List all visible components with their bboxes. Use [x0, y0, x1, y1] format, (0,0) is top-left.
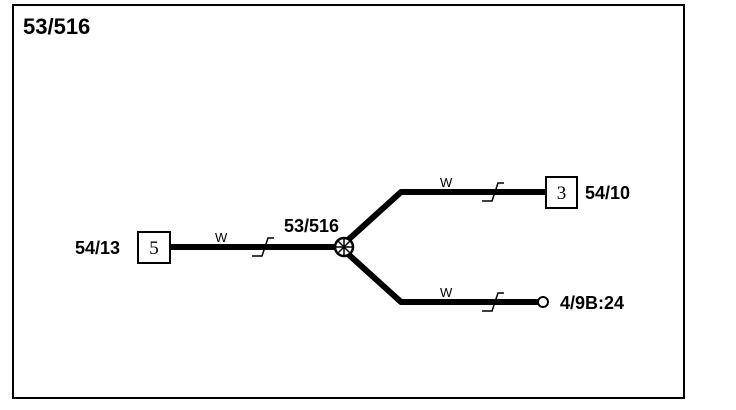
wire-lower-break-symbol [482, 292, 504, 312]
lower-right-terminal-symbol [537, 296, 549, 308]
wire-left-break-symbol [252, 237, 274, 257]
wire-upper-break-symbol [482, 182, 504, 202]
upper-right-connector-label: 54/10 [585, 183, 630, 203]
upper-right-connector-box [545, 176, 578, 209]
left-connector-box [137, 231, 171, 264]
wire-upper-color: W [440, 175, 453, 190]
wire-lower-color: W [440, 285, 453, 300]
upper-right-connector-pin: 3 [557, 183, 567, 204]
wire-left-color: W [215, 230, 228, 245]
wire-lower [345, 251, 538, 305]
wire-upper [345, 189, 546, 243]
lower-right-terminal-label: 4/9B:24 [560, 293, 624, 313]
left-connector-label: 54/13 [75, 238, 120, 258]
diagram-title: 53/516 [23, 14, 90, 39]
splice-label: 53/516 [284, 216, 339, 236]
left-connector-pin: 5 [149, 238, 159, 259]
splice-symbol [333, 236, 355, 258]
